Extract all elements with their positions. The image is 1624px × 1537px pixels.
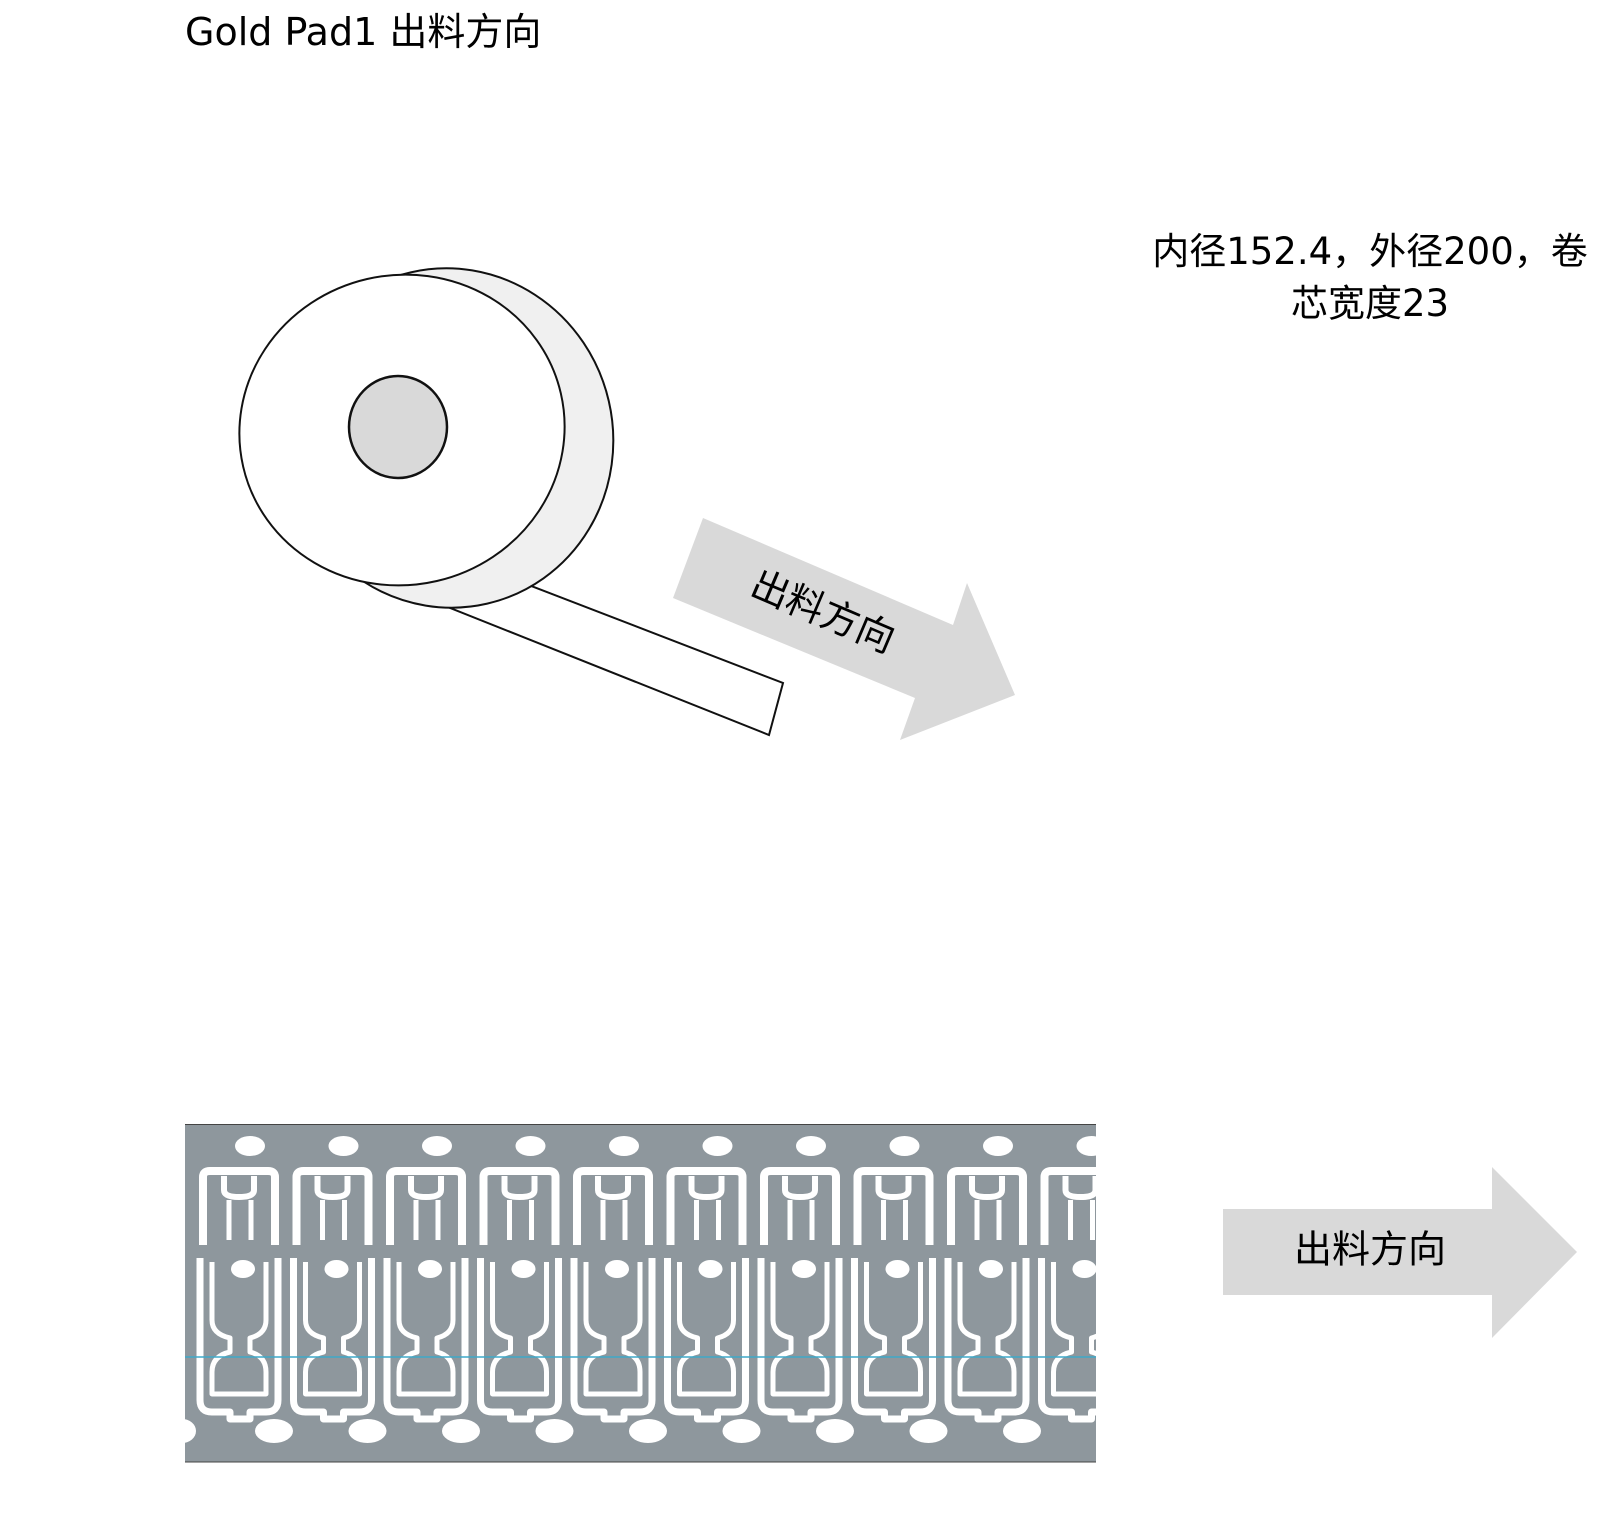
sprocket-hole-top [609, 1136, 639, 1156]
upper-tab [221, 1176, 257, 1201]
center-hole [792, 1260, 816, 1278]
upper-slot [292, 1167, 373, 1245]
upper-tab [688, 1176, 725, 1201]
upper-slot [760, 1167, 840, 1245]
lower-frame [477, 1258, 562, 1423]
lower-pad [583, 1262, 643, 1397]
sprocket-hole-top [1076, 1136, 1096, 1156]
upper-tab [875, 1176, 912, 1201]
sprocket-hole-bottom [348, 1419, 387, 1443]
upper-tab [782, 1176, 818, 1201]
center-hole [511, 1260, 536, 1278]
strip-direction-arrow: 出料方向 [1223, 1167, 1577, 1338]
sprocket-hole-top [328, 1136, 359, 1156]
lower-frame [664, 1258, 749, 1423]
lower-pad [957, 1262, 1017, 1397]
lead-frame-strip [185, 1125, 1135, 1462]
lower-frame [383, 1258, 469, 1423]
sprocket-hole-top [702, 1136, 733, 1156]
lower-frame [570, 1258, 656, 1423]
center-hole [605, 1260, 629, 1278]
center-hole [885, 1260, 910, 1278]
upper-slot [1040, 1167, 1096, 1245]
upper-tab [1062, 1176, 1096, 1201]
sprocket-hole-bottom [535, 1419, 574, 1443]
center-hole [418, 1260, 442, 1278]
sprocket-hole-top [983, 1136, 1013, 1156]
lower-pad [396, 1262, 456, 1397]
center-hole [231, 1260, 255, 1278]
lower-pad [490, 1262, 549, 1397]
sprocket-hole-bottom [1003, 1419, 1041, 1443]
roll-core [347, 374, 449, 480]
sprocket-hole-bottom [909, 1419, 948, 1443]
upper-tab [595, 1176, 631, 1201]
lower-frame [851, 1258, 936, 1423]
upper-slot [666, 1167, 747, 1245]
sprocket-hole-bottom [629, 1419, 667, 1443]
lower-frame [290, 1258, 375, 1423]
sprocket-hole-top [515, 1136, 546, 1156]
upper-tab [314, 1176, 351, 1201]
sprocket-hole-bottom [816, 1419, 854, 1443]
sprocket-hole-edge [185, 1419, 196, 1443]
upper-slot [947, 1167, 1027, 1245]
center-hole [698, 1260, 723, 1278]
roll-arrow-shape [673, 518, 1015, 740]
lower-pad [677, 1262, 736, 1397]
lower-frame [757, 1258, 843, 1423]
lower-frame [1038, 1258, 1096, 1423]
sprocket-hole-top [422, 1136, 452, 1156]
sprocket-hole-top [796, 1136, 826, 1156]
upper-slot [479, 1167, 560, 1245]
center-hole [324, 1260, 349, 1278]
spec-line-2: 芯宽度23 [1290, 282, 1450, 325]
sprocket-hole-bottom [722, 1419, 761, 1443]
spec-line-1: 内径152.4，外径200，卷 [1152, 230, 1588, 273]
lower-frame [944, 1258, 1030, 1423]
upper-slot [199, 1167, 279, 1245]
sprocket-hole-bottom [1097, 1419, 1135, 1443]
sprocket-hole-top [889, 1136, 920, 1156]
lower-pad [303, 1262, 362, 1397]
strip-arrow-label: 出料方向 [1294, 1228, 1446, 1272]
center-hole [1072, 1260, 1096, 1278]
sprocket-hole-bottom [442, 1419, 480, 1443]
upper-slot [573, 1167, 653, 1245]
upper-slot [853, 1167, 934, 1245]
sprocket-hole-top [235, 1136, 265, 1156]
upper-tab [408, 1176, 444, 1201]
lower-pad [770, 1262, 830, 1397]
lower-frame [196, 1258, 282, 1423]
upper-tab [501, 1176, 538, 1201]
lower-pad [209, 1262, 269, 1397]
lower-pad [864, 1262, 923, 1397]
upper-slot [386, 1167, 466, 1245]
lower-pad [1051, 1262, 1096, 1397]
tape-roll [238, 267, 785, 737]
upper-tab [969, 1176, 1005, 1201]
page-title: Gold Pad1 出料方向 [185, 10, 542, 54]
strip-arrow-shape [1223, 1167, 1577, 1338]
center-hole [979, 1260, 1003, 1278]
sprocket-hole-bottom [255, 1419, 293, 1443]
spec-note: 内径152.4，外径200，卷 芯宽度23 [1120, 226, 1620, 330]
